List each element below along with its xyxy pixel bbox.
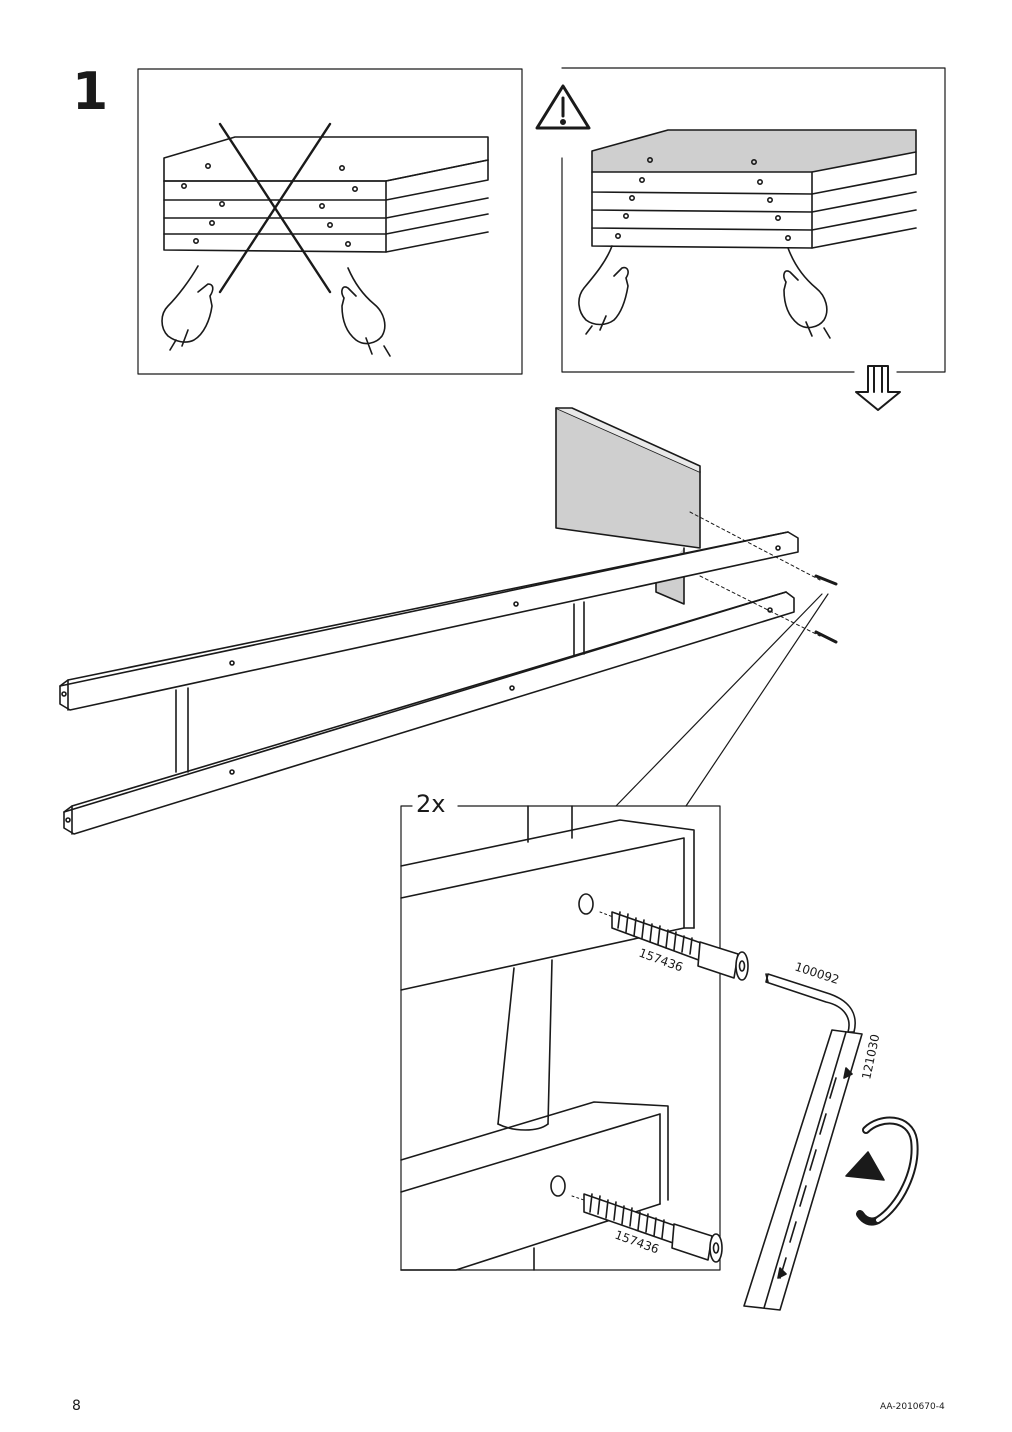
panel-incorrect xyxy=(137,68,523,375)
warning-triangle-icon xyxy=(535,84,591,130)
hand-icon xyxy=(578,245,629,335)
part-label-tool: 121030 xyxy=(859,1033,882,1081)
hand-icon xyxy=(341,267,391,357)
screw-icon xyxy=(571,1193,723,1263)
down-arrow-icon xyxy=(855,365,901,411)
hand-icon xyxy=(161,265,214,351)
stacked-boards-incorrect xyxy=(163,136,489,253)
forbidden-cross-icon xyxy=(218,122,332,294)
stacked-boards-correct xyxy=(591,129,917,249)
rotate-arrow-icon xyxy=(845,1116,919,1226)
allen-key-icon xyxy=(765,973,856,1033)
document-code: AA-2010670-4 xyxy=(880,1402,945,1412)
detail-box xyxy=(400,805,749,1271)
hand-icon xyxy=(783,247,831,339)
panel-correct xyxy=(535,67,946,411)
step-number: 1 xyxy=(72,62,109,122)
main-assembly xyxy=(59,407,838,835)
screw-icon xyxy=(599,911,749,981)
page-number: 8 xyxy=(72,1398,81,1414)
tool-icon xyxy=(743,1029,863,1311)
quantity-label: 2x xyxy=(416,790,445,818)
part-label-allen-key: 100092 xyxy=(793,960,841,987)
